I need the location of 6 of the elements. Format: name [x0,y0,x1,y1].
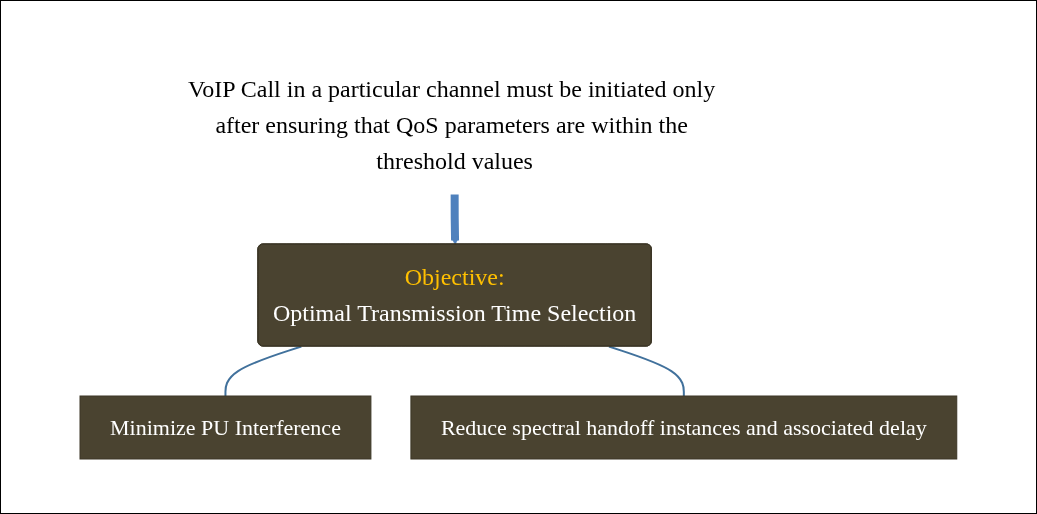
node-box: Reduce spectral handoff instances and associated delay [410,395,958,459]
node-text: VoIP Call in a particular channel must be initiated only after ensuring that QoS parameters are within the threshold values [188,75,716,174]
node-box: Minimize PU Interference [79,395,372,459]
arrow [450,193,460,245]
connector [224,345,303,397]
connector [608,345,685,397]
